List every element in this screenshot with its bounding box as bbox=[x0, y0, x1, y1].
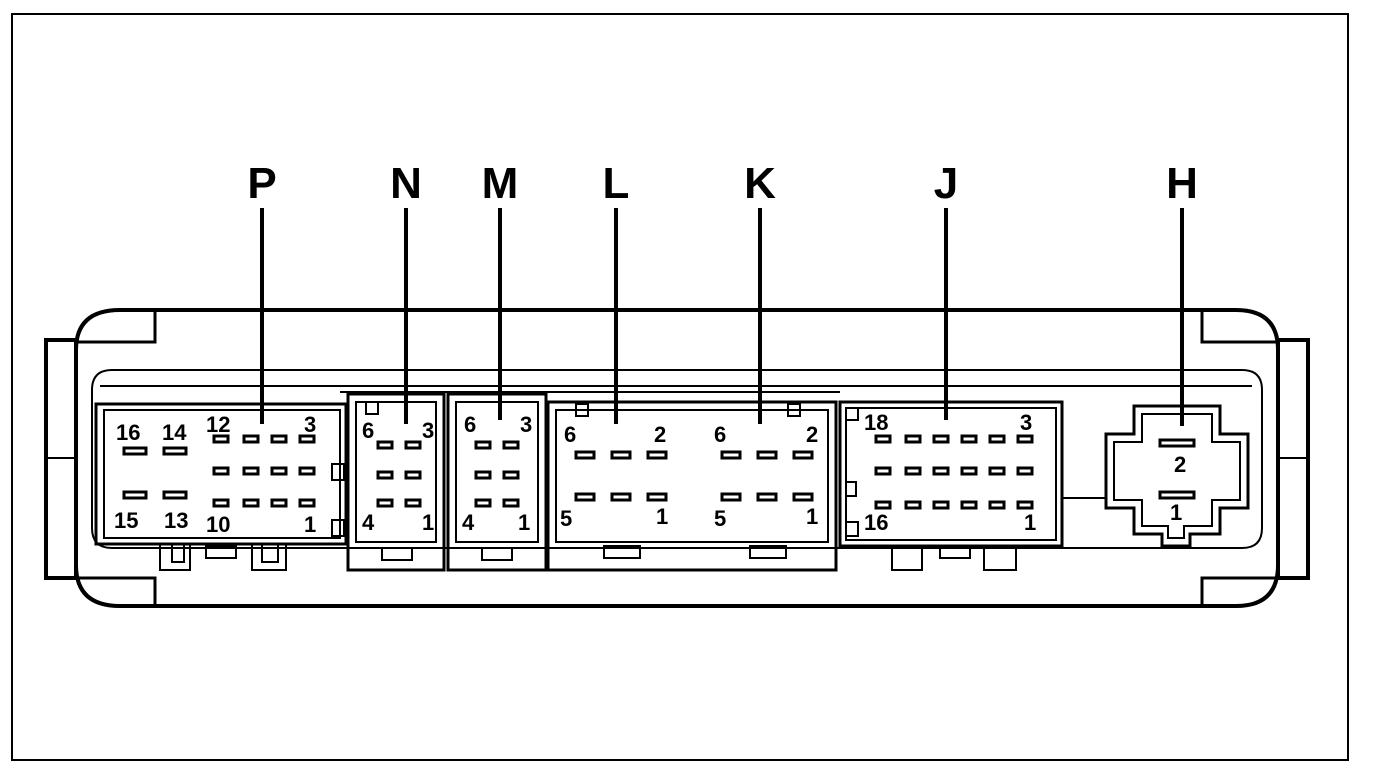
pin-label-n-6: 6 bbox=[362, 418, 374, 443]
pin-label-p-14: 14 bbox=[162, 420, 187, 445]
connector-label-p: P bbox=[247, 159, 276, 208]
connector-p-pins bbox=[122, 434, 316, 508]
connector-m bbox=[446, 392, 548, 572]
leader-lines bbox=[260, 208, 1184, 426]
connector-n-pins bbox=[376, 440, 422, 508]
pin-label-k-1: 1 bbox=[806, 504, 818, 529]
pin-label-l-2: 2 bbox=[654, 422, 666, 447]
pin-label-j-3: 3 bbox=[1020, 410, 1032, 435]
connector-lk-housing bbox=[546, 400, 838, 572]
connector-m-pins bbox=[474, 440, 520, 508]
connector-label-l: L bbox=[603, 159, 630, 208]
pin-label-m-6: 6 bbox=[464, 412, 476, 437]
pin-label-j-1: 1 bbox=[1024, 510, 1036, 535]
connector-label-n: N bbox=[390, 159, 422, 208]
pin-label-p-16: 16 bbox=[116, 420, 140, 445]
diagram-frame bbox=[11, 13, 1349, 761]
pin-label-n-3: 3 bbox=[422, 418, 434, 443]
connector-label-k: K bbox=[744, 159, 776, 208]
connector-k-pins bbox=[720, 450, 814, 502]
pin-label-n-4: 4 bbox=[362, 510, 375, 535]
pin-label-m-1: 1 bbox=[518, 510, 530, 535]
pin-label-p-15: 15 bbox=[114, 508, 138, 533]
connector-j-pins bbox=[874, 434, 1034, 510]
pin-label-p-10: 10 bbox=[206, 512, 230, 537]
connector-p bbox=[94, 402, 348, 571]
pin-label-p-3: 3 bbox=[304, 412, 316, 437]
pin-label-l-6: 6 bbox=[564, 422, 576, 447]
connector-h-pins bbox=[1158, 438, 1196, 500]
connector-n bbox=[346, 392, 446, 572]
pin-label-j-16: 16 bbox=[864, 510, 888, 535]
pin-label-l-1: 1 bbox=[656, 504, 668, 529]
pin-label-h-1: 1 bbox=[1170, 500, 1182, 525]
pin-label-p-13: 13 bbox=[164, 508, 188, 533]
pin-label-m-3: 3 bbox=[520, 412, 532, 437]
pin-label-k-5: 5 bbox=[714, 506, 726, 531]
pin-label-l-5: 5 bbox=[560, 506, 572, 531]
connector-l-pins bbox=[574, 450, 668, 502]
connector-label-j: J bbox=[934, 159, 958, 208]
pin-label-p-12: 12 bbox=[206, 412, 230, 437]
connector-h bbox=[1062, 404, 1250, 548]
connector-label-h: H bbox=[1166, 159, 1198, 208]
pin-label-j-18: 18 bbox=[864, 410, 888, 435]
pin-label-n-1: 1 bbox=[422, 510, 434, 535]
pin-label-k-6: 6 bbox=[714, 422, 726, 447]
connector-label-m: M bbox=[482, 159, 519, 208]
pin-label-m-4: 4 bbox=[462, 510, 475, 535]
pin-label-h-2: 2 bbox=[1174, 452, 1186, 477]
pin-label-p-1: 1 bbox=[304, 512, 316, 537]
pin-label-k-2: 2 bbox=[806, 422, 818, 447]
ecu-housing bbox=[44, 308, 1310, 608]
connector-j bbox=[838, 400, 1064, 571]
